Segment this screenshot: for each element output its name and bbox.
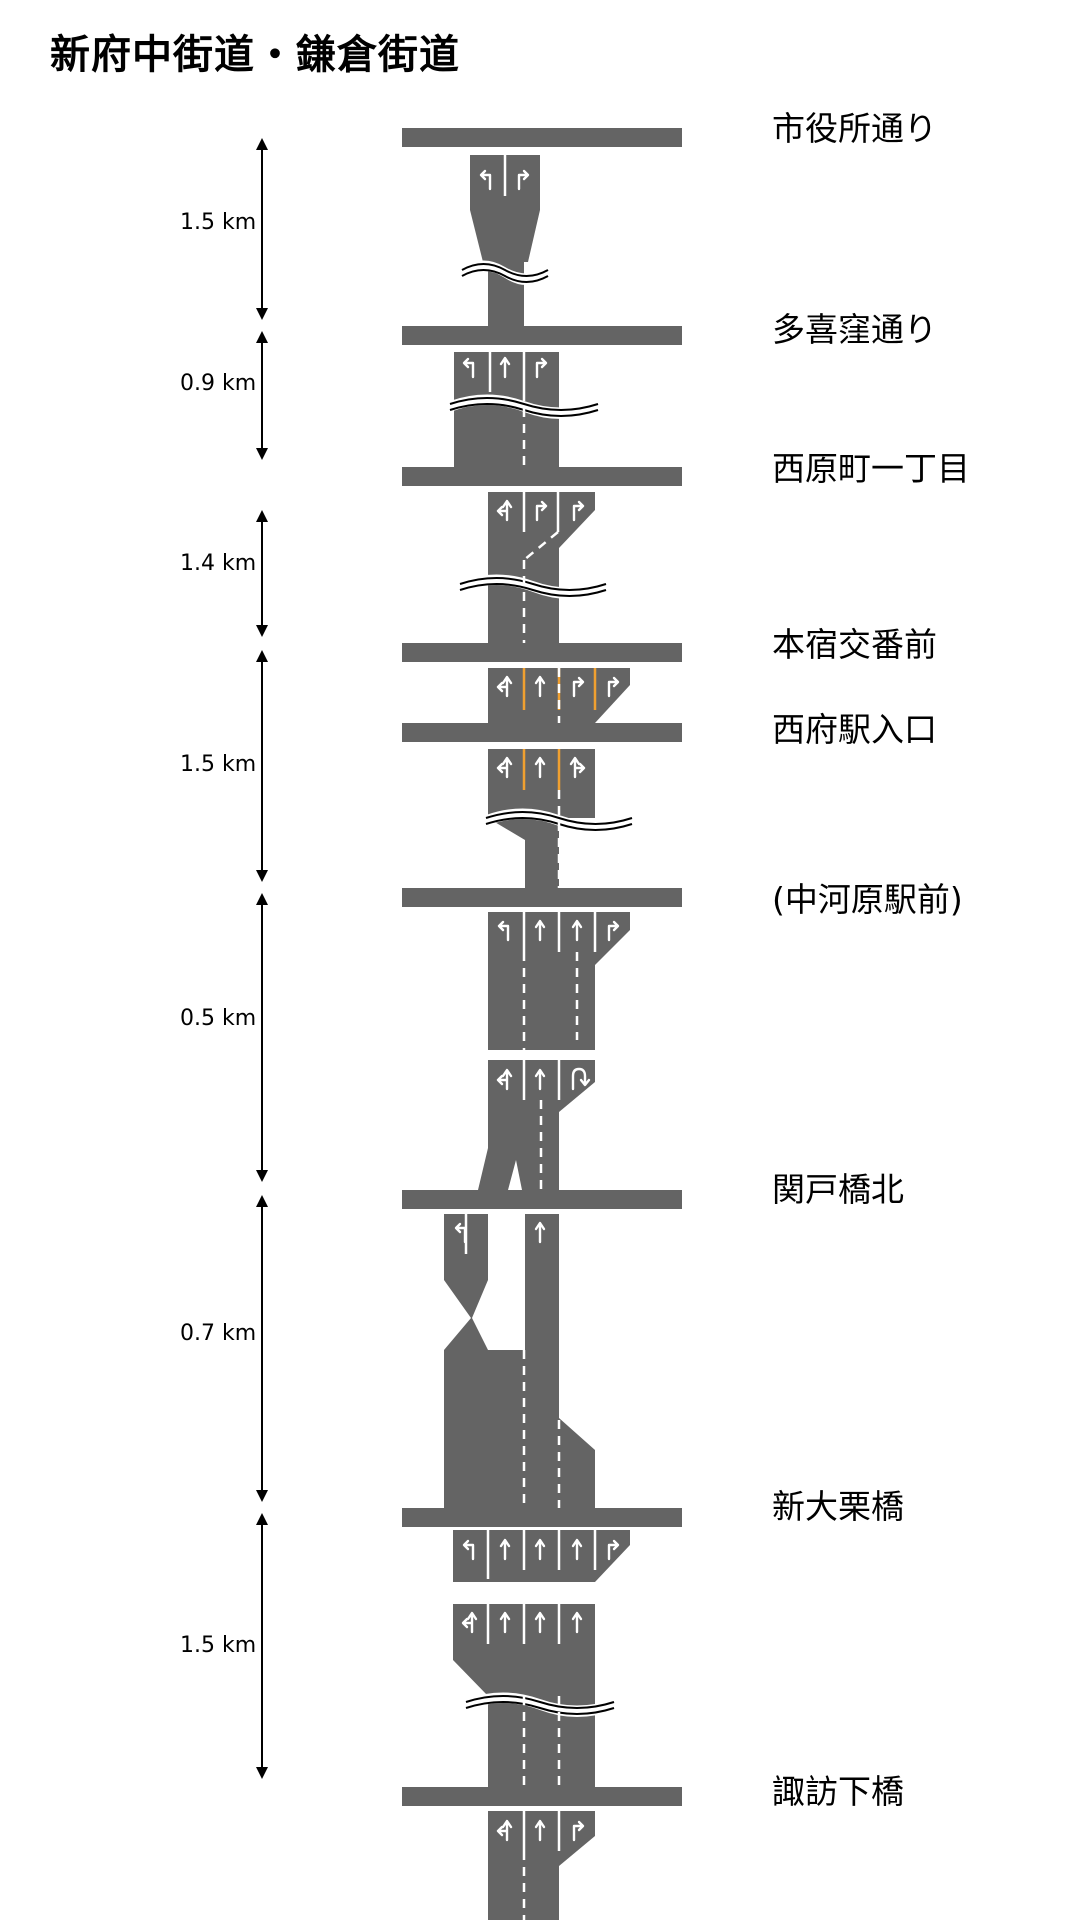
break-line: [461, 263, 549, 277]
lane-arrow-straight-right: [569, 756, 586, 779]
distance-label: 0.7 km: [180, 1321, 257, 1346]
lane-arrow-straight: [499, 356, 511, 379]
road-break: [460, 574, 606, 599]
lane-arrow-straight: [534, 675, 546, 698]
lane-arrow-u-turn: [571, 1067, 591, 1091]
distance-label: 1.5 km: [180, 752, 257, 777]
intersection-label: 新大栗橋: [772, 1487, 904, 1526]
lane-arrow-straight: [499, 1611, 511, 1634]
diagram-title: 新府中街道・鎌倉街道: [50, 32, 460, 78]
lane-arrow-straight: [490, 1221, 502, 1244]
intersection-label: 市役所通り: [772, 109, 937, 148]
break-line: [449, 397, 599, 411]
lane-arrow-straight: [534, 1221, 546, 1244]
intersection-label: (中河原駅前): [772, 880, 963, 919]
cross-road: [402, 1508, 682, 1527]
distance-label: 0.9 km: [180, 371, 257, 396]
lane-arrow-right: [572, 676, 585, 698]
road-segment: [488, 1350, 528, 1508]
lane-arrow-straight: [499, 1538, 511, 1561]
lane-arrow-right: [535, 357, 548, 379]
lane-arrow-left: [454, 1222, 467, 1244]
lane-arrow-right: [607, 920, 620, 942]
intersection-label: 多喜窪通り: [772, 310, 937, 349]
road-taper: [488, 492, 595, 643]
break-line: [465, 1701, 615, 1715]
road-taper: [478, 1060, 595, 1190]
cross-road: [402, 467, 682, 486]
lane-arrow-right: [535, 500, 548, 522]
lane-arrow-straight: [571, 1611, 583, 1634]
road-taper: [453, 1530, 630, 1582]
lane-arrow-straight-left: [496, 756, 513, 779]
lane-arrow-left: [479, 169, 492, 191]
road-taper: [488, 1811, 595, 1920]
cross-road: [402, 128, 682, 147]
lane-arrow-straight: [534, 919, 546, 942]
intersection-label: 関戸橋北: [772, 1170, 904, 1209]
lane-arrow-straight: [534, 1068, 546, 1091]
cross-road: [402, 723, 682, 742]
road-taper: [470, 155, 540, 262]
intersection-label: 諏訪下橋: [772, 1772, 904, 1811]
lane-arrow-straight-left: [496, 1819, 513, 1842]
lane-centre-dashed: [523, 531, 559, 561]
road-break: [450, 394, 598, 419]
lane-arrow-right: [607, 1539, 620, 1561]
cross-road: [402, 888, 682, 907]
lane-arrow-left: [462, 1539, 475, 1561]
lane-arrow-left: [462, 357, 475, 379]
break-line: [459, 577, 607, 591]
lane-arrow-straight-left: [461, 1611, 478, 1634]
road-break: [462, 260, 548, 285]
lane-arrow-straight: [571, 919, 583, 942]
road-break: [486, 808, 632, 833]
lane-arrow-right: [607, 676, 620, 698]
distance-label: 0.5 km: [180, 1006, 257, 1031]
lane-arrow-straight-left: [496, 499, 513, 522]
lane-arrow-straight: [534, 1538, 546, 1561]
lane-arrow-right: [517, 169, 530, 191]
intersection-label: 西府駅入口: [772, 710, 937, 749]
lane-arrow-straight: [534, 756, 546, 779]
intersection-label: 本宿交番前: [772, 625, 937, 664]
distance-label: 1.4 km: [180, 551, 257, 576]
distance-label: 1.5 km: [180, 210, 257, 235]
road-branch-right: [525, 1214, 595, 1508]
intersection-label: 西原町一丁目: [772, 449, 970, 488]
lane-arrow-straight: [571, 1538, 583, 1561]
break-line: [485, 811, 633, 825]
cross-road: [402, 643, 682, 662]
distance-label: 1.5 km: [180, 1633, 257, 1658]
road-branch-left: [444, 1214, 488, 1508]
break-line: [459, 583, 607, 597]
road-break: [466, 1692, 614, 1717]
lane-arrow-right: [572, 500, 585, 522]
lane-arrow-straight-left: [496, 675, 513, 698]
cross-road: [402, 326, 682, 345]
lane-arrow-left: [497, 920, 510, 942]
lane-arrow-right: [572, 1820, 585, 1842]
lane-arrow-straight: [534, 1819, 546, 1842]
lane-arrow-straight: [534, 1611, 546, 1634]
cross-road: [402, 1787, 682, 1806]
break-line: [461, 269, 549, 283]
break-line: [465, 1695, 615, 1709]
cross-road: [402, 1190, 682, 1209]
lane-arrow-straight-left: [496, 1068, 513, 1091]
